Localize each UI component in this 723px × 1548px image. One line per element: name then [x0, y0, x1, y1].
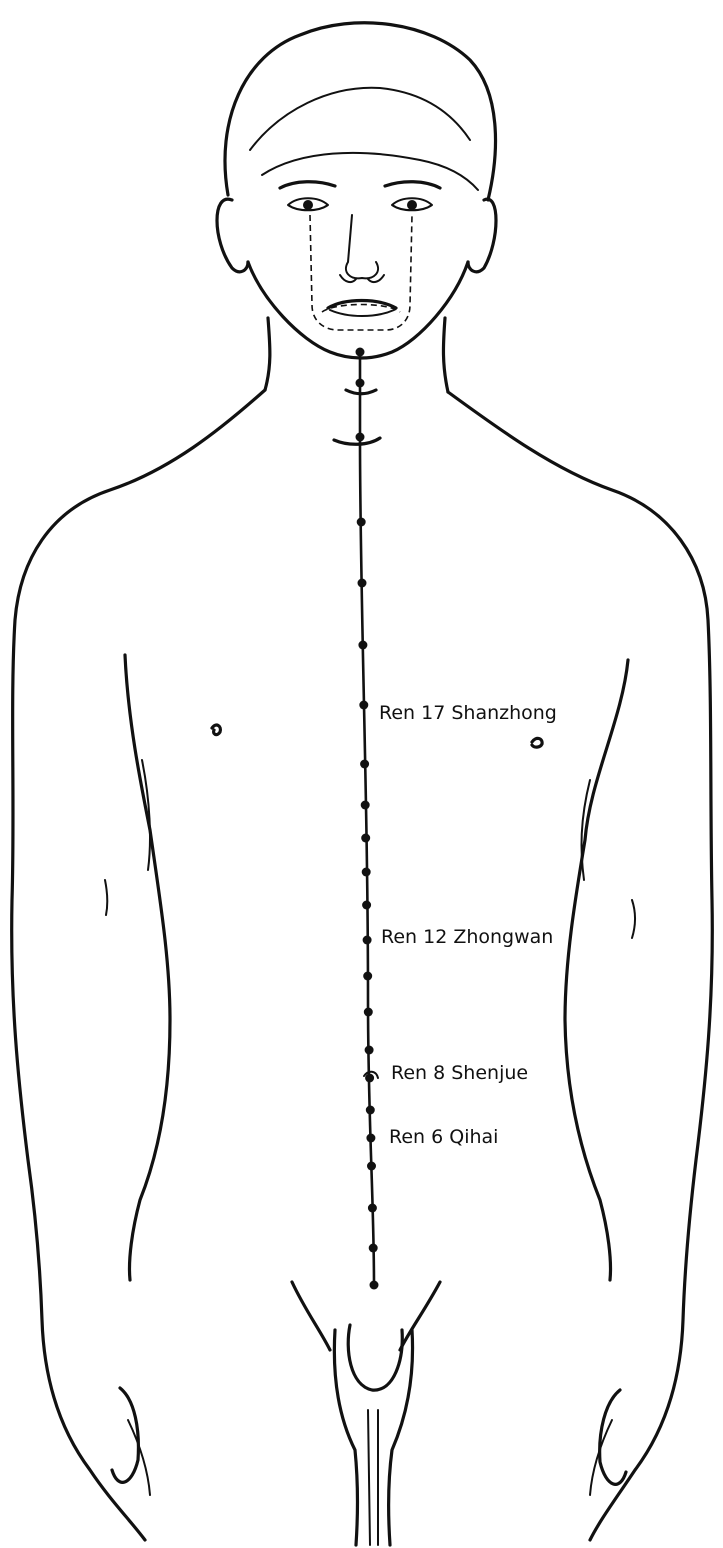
acupoint-dot: [358, 641, 367, 650]
acupoint-dot: [363, 936, 372, 945]
acupoint-dot: [360, 760, 369, 769]
acupoint-dot: [370, 1281, 379, 1290]
label-ren17: Ren 17 Shanzhong: [378, 702, 558, 724]
acupoint-dot: [366, 1106, 375, 1115]
acupoint-dot: [356, 348, 365, 357]
acupoint-dot: [369, 1244, 378, 1253]
acupoint-dot: [365, 1074, 374, 1083]
label-ren6: Ren 6 Qihai: [388, 1126, 499, 1148]
label-ren12: Ren 12 Zhongwan: [380, 926, 554, 948]
acupoint-dot: [365, 1046, 374, 1055]
acupoint-dot: [361, 834, 370, 843]
acupoint-dot: [357, 518, 366, 527]
acupoint-dot: [359, 701, 368, 710]
acupoint-dot: [367, 1162, 376, 1171]
left-eye-pupil: [303, 200, 313, 210]
label-ren8: Ren 8 Shenjue: [390, 1062, 529, 1084]
acupoint-dot: [358, 579, 367, 588]
head: [217, 23, 496, 392]
acupoint-dot: [363, 972, 372, 981]
acupoint-dot: [356, 379, 365, 388]
right-eye-pupil: [407, 200, 417, 210]
ren-meridian-line: [360, 352, 374, 1285]
acupoint-dot: [364, 1008, 373, 1017]
acupoint-dot: [356, 433, 365, 442]
acupoint-dot: [361, 801, 370, 810]
acupoint-dot: [366, 1134, 375, 1143]
acupoint-dot: [362, 901, 371, 910]
acupoint-dot: [368, 1204, 377, 1213]
acupoint-dot: [362, 868, 371, 877]
